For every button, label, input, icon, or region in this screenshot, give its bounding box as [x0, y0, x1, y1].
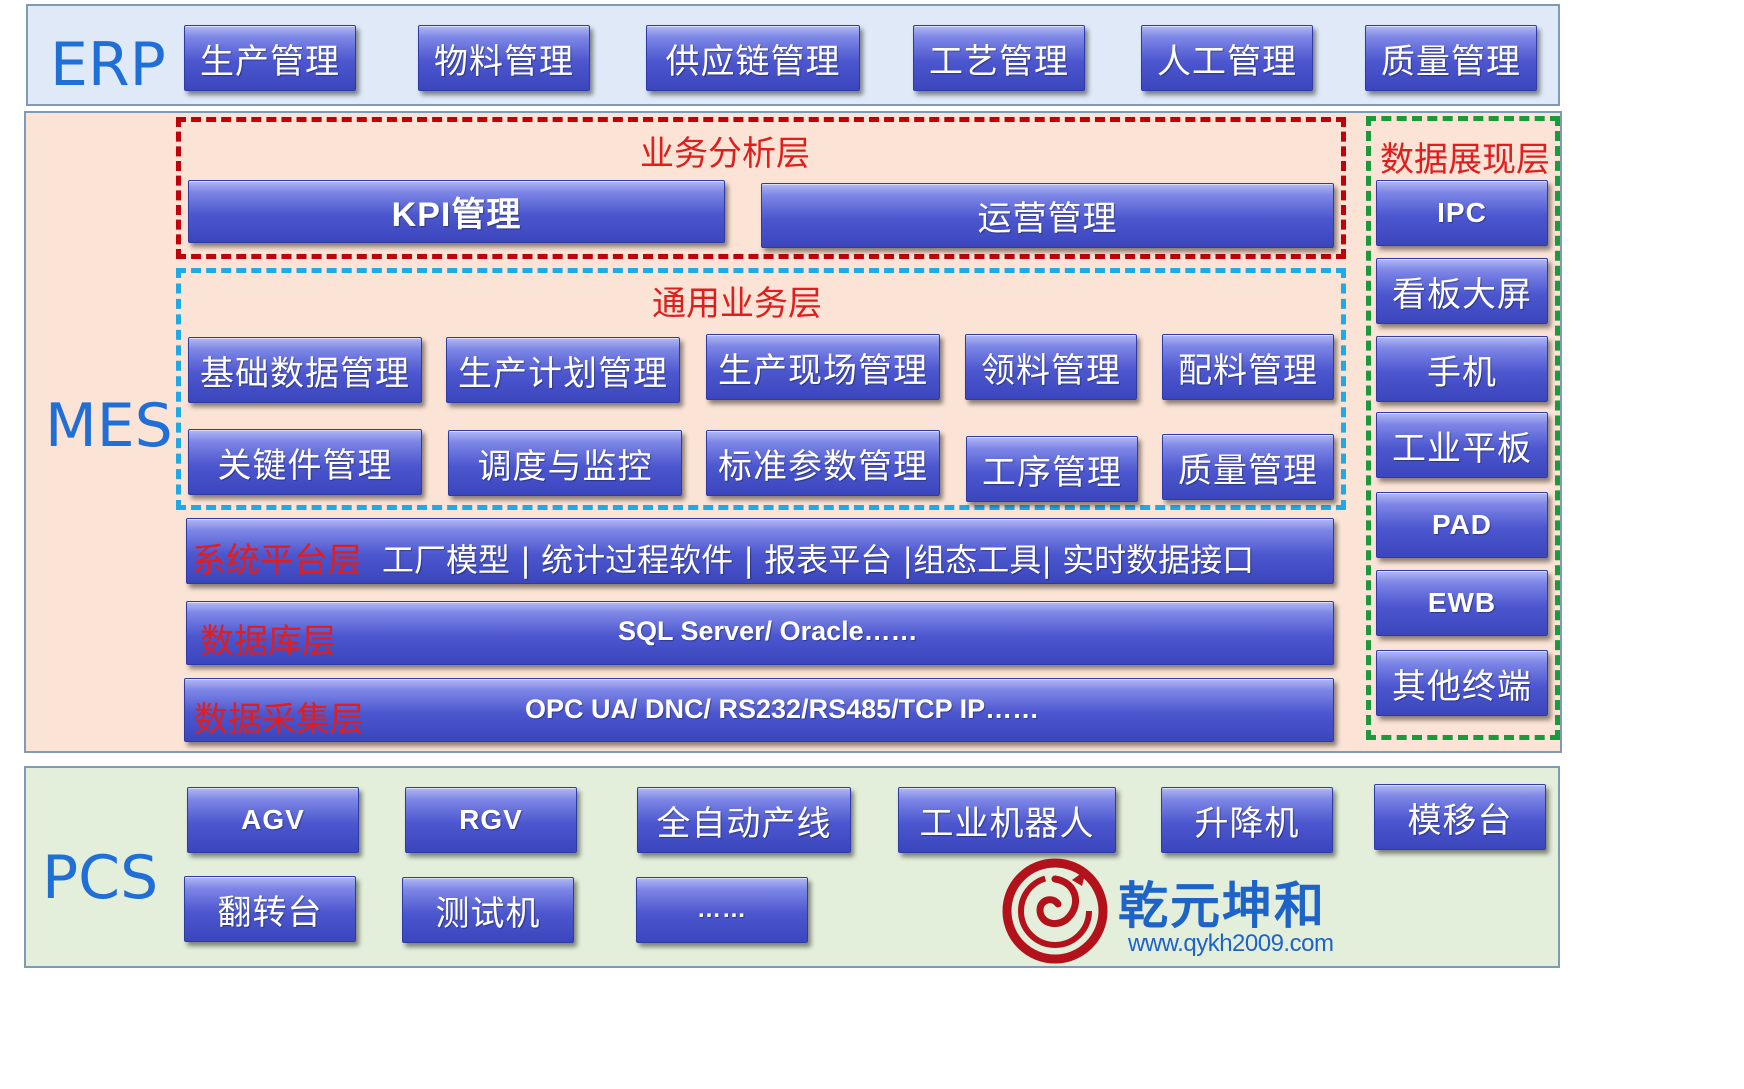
data-collection-bar	[184, 678, 1334, 742]
erp-item-production[interactable]: 生产管理	[184, 25, 356, 91]
database-label: 数据库层	[200, 622, 336, 662]
basic-data-management-button[interactable]: 基础数据管理	[188, 337, 422, 403]
logo-name: 乾元坤和	[1118, 877, 1326, 935]
database-content: SQL Server/ Oracle……	[618, 616, 918, 646]
production-planning-button[interactable]: 生产计划管理	[446, 337, 680, 403]
common-business-frame	[176, 268, 1346, 510]
pcs-label: PCS	[42, 843, 159, 913]
operation-management-button[interactable]: 工序管理	[966, 436, 1138, 502]
mold-shifting-table-button[interactable]: 模移台	[1374, 784, 1546, 850]
agv-button[interactable]: AGV	[187, 787, 359, 853]
key-parts-management-button[interactable]: 关键件管理	[188, 429, 422, 495]
presentation-title: 数据展现层	[1380, 140, 1550, 180]
ipc-button[interactable]: IPC	[1376, 180, 1548, 246]
erp-item-process[interactable]: 工艺管理	[913, 25, 1085, 91]
material-requisition-button[interactable]: 领料管理	[965, 334, 1137, 400]
shop-floor-management-button[interactable]: 生产现场管理	[706, 334, 940, 400]
industrial-robot-button[interactable]: 工业机器人	[898, 787, 1116, 853]
erp-item-material[interactable]: 物料管理	[418, 25, 590, 91]
data-collection-label: 数据采集层	[194, 700, 364, 740]
test-machine-button[interactable]: 测试机	[402, 877, 574, 943]
erp-item-supply-chain[interactable]: 供应链管理	[646, 25, 860, 91]
pad-button[interactable]: PAD	[1376, 492, 1548, 558]
presentation-frame	[1366, 116, 1560, 740]
rgv-button[interactable]: RGV	[405, 787, 577, 853]
dragon-logo-icon	[1002, 858, 1108, 964]
operations-management-button[interactable]: 运营管理	[761, 183, 1334, 248]
erp-item-quality[interactable]: 质量管理	[1365, 25, 1537, 91]
logo-url[interactable]: www.qykh2009.com	[1128, 930, 1334, 957]
standard-parameters-button[interactable]: 标准参数管理	[706, 430, 940, 496]
business-analysis-title: 业务分析层	[640, 134, 810, 174]
industrial-tablet-button[interactable]: 工业平板	[1376, 412, 1548, 478]
mes-label: MES	[45, 391, 173, 461]
other-terminals-button[interactable]: 其他终端	[1376, 650, 1548, 716]
dispatch-monitoring-button[interactable]: 调度与监控	[448, 430, 682, 496]
automatic-line-button[interactable]: 全自动产线	[637, 787, 851, 853]
elevator-button[interactable]: 升降机	[1161, 787, 1333, 853]
mobile-phone-button[interactable]: 手机	[1376, 336, 1548, 402]
common-business-title: 通用业务层	[652, 284, 822, 324]
common-quality-management-button[interactable]: 质量管理	[1162, 434, 1334, 500]
material-batching-button[interactable]: 配料管理	[1162, 334, 1334, 400]
system-platform-label: 系统平台层	[192, 541, 362, 581]
dashboard-screen-button[interactable]: 看板大屏	[1376, 258, 1548, 324]
system-platform-content: 工厂模型 | 统计过程软件 | 报表平台 |组态工具| 实时数据接口	[382, 541, 1255, 579]
ewb-button[interactable]: EWB	[1376, 570, 1548, 636]
kpi-management-button[interactable]: KPI管理	[188, 180, 725, 243]
erp-label: ERP	[50, 30, 166, 100]
database-bar	[186, 601, 1334, 665]
business-analysis-frame	[176, 117, 1346, 259]
system-platform-bar	[186, 518, 1334, 584]
more-button[interactable]: ……	[636, 877, 808, 943]
data-collection-content: OPC UA/ DNC/ RS232/RS485/TCP IP……	[525, 694, 1040, 724]
turnover-table-button[interactable]: 翻转台	[184, 876, 356, 942]
erp-item-labor[interactable]: 人工管理	[1141, 25, 1313, 91]
